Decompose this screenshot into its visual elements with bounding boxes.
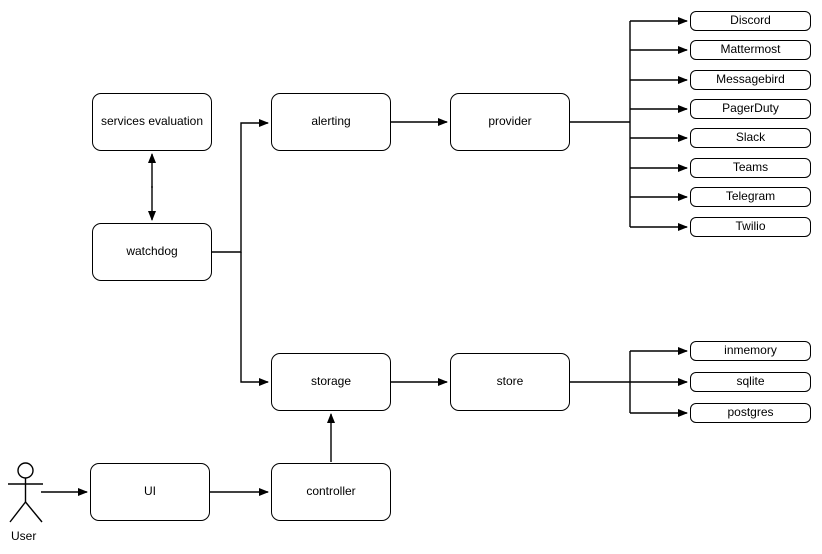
node-alerting[interactable]: alerting [271,93,391,151]
node-watchdog[interactable]: watchdog [92,223,212,281]
leaf-node-teams[interactable]: Teams [690,158,811,178]
node-label: sqlite [736,374,765,389]
actor-leg-left [9,501,27,523]
node-label: services evaluation [100,114,204,129]
node-label: Discord [730,13,771,28]
user-actor-figure[interactable] [8,462,43,523]
leaf-node-postgres[interactable]: postgres [690,403,811,423]
user-actor-label: User [11,529,37,543]
node-store[interactable]: store [450,353,570,411]
actor-head [17,462,34,479]
node-label: watchdog [126,244,178,259]
edge-store-trunk [570,351,631,413]
node-label: provider [488,114,532,129]
node-controller[interactable]: controller [271,463,391,521]
leaf-node-inmemory[interactable]: inmemory [690,341,811,361]
node-label: Telegram [725,189,776,204]
node-label: Mattermost [720,42,781,57]
leaf-node-slack[interactable]: Slack [690,128,811,148]
node-label: postgres [727,405,774,420]
leaf-node-messagebird[interactable]: Messagebird [690,70,811,90]
edge-provider-trunk [570,21,631,227]
node-ui[interactable]: UI [90,463,210,521]
leaf-node-mattermost[interactable]: Mattermost [690,40,811,60]
actor-leg-right [24,501,43,523]
node-label: Twilio [735,219,766,234]
node-label: Teams [732,160,769,175]
node-label: storage [310,374,352,389]
node-services-evaluation[interactable]: services evaluation [92,93,212,151]
node-label: Messagebird [716,72,785,87]
node-label: UI [144,484,156,499]
node-provider[interactable]: provider [450,93,570,151]
node-label: controller [306,484,356,499]
leaf-node-twilio[interactable]: Twilio [690,217,811,237]
leaf-node-telegram[interactable]: Telegram [690,187,811,207]
leaf-node-discord[interactable]: Discord [690,11,811,31]
edge-watchdog-alerting [212,119,269,253]
node-label: Slack [735,130,766,145]
leaf-node-pagerduty[interactable]: PagerDuty [690,99,811,119]
node-label: store [496,374,524,389]
node-label: inmemory [724,343,777,358]
leaf-node-sqlite[interactable]: sqlite [690,372,811,392]
node-label: alerting [311,114,351,129]
node-storage[interactable]: storage [271,353,391,411]
edge-watchdog-storage [240,252,269,386]
node-label: PagerDuty [722,101,779,116]
